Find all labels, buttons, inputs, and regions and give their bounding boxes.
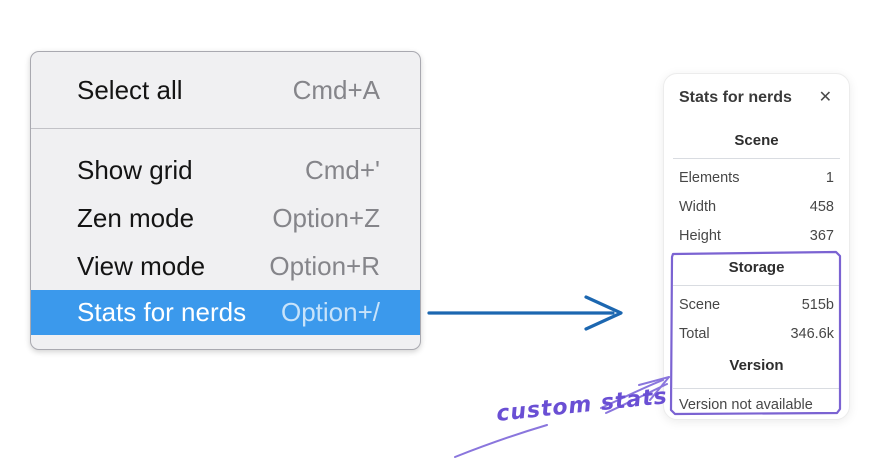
flow-arrow — [427, 295, 623, 331]
menu-divider — [31, 128, 420, 129]
menu-item-label: View mode — [77, 250, 206, 281]
menu-item-label: Zen mode — [77, 202, 195, 233]
custom-stats-annotation: custom stats — [495, 384, 669, 427]
close-icon[interactable]: ✕ — [818, 89, 832, 106]
menu-item-shortcut: Option+/ — [280, 297, 380, 327]
menu-item-shortcut: Cmd+' — [304, 154, 380, 185]
section-heading-version: Version — [729, 357, 784, 374]
menu-item-label: Select all — [77, 74, 183, 105]
stat-value: 1 — [825, 169, 834, 186]
menu-item-select-all[interactable]: Select all Cmd+A — [31, 52, 420, 128]
divider — [673, 285, 840, 286]
menu-item-show-grid[interactable]: Show grid Cmd+' — [31, 146, 420, 194]
stat-label: Total — [679, 325, 710, 342]
stat-label: Width — [679, 198, 717, 215]
stat-row-height: Height 367 — [679, 221, 834, 250]
stat-value: 458 — [809, 198, 834, 215]
menu-item-view-mode[interactable]: View mode Option+R — [31, 242, 420, 290]
panel-title: Stats for nerds — [679, 89, 792, 106]
scene-stats: Elements 1 Width 458 Height 367 — [679, 163, 834, 250]
stat-value: 367 — [809, 227, 834, 244]
section-heading-scene: Scene — [734, 132, 779, 149]
divider — [673, 158, 840, 159]
stat-value: 515b — [801, 296, 834, 313]
stat-label: Scene — [679, 296, 721, 313]
stat-row-width: Width 458 — [679, 192, 834, 221]
menu-item-label: Show grid — [77, 154, 193, 185]
version-note: Version not available — [679, 397, 813, 413]
storage-stats: Scene 515b Total 346.6k — [679, 290, 834, 348]
stat-value: 346.6k — [790, 325, 834, 342]
menu-item-shortcut: Option+R — [269, 250, 380, 281]
menu-item-shortcut: Cmd+A — [292, 74, 380, 105]
stat-row-scene: Scene 515b — [679, 290, 834, 319]
section-heading-storage: Storage — [728, 259, 785, 276]
menu-item-stats-for-nerds[interactable]: Stats for nerds Option+/ — [31, 290, 420, 335]
menu-item-zen-mode[interactable]: Zen mode Option+Z — [31, 194, 420, 242]
context-menu: Select all Cmd+A Show grid Cmd+' Zen mod… — [30, 51, 421, 350]
stat-label: Height — [679, 227, 721, 244]
stats-panel-header: Stats for nerds ✕ — [679, 87, 834, 109]
menu-item-shortcut: Option+Z — [272, 202, 380, 233]
divider — [673, 388, 840, 389]
menu-item-label: Stats for nerds — [77, 297, 247, 327]
stat-label: Elements — [679, 169, 740, 186]
stats-panel: Stats for nerds ✕ Scene Elements 1 Width… — [663, 73, 850, 420]
stat-row-total: Total 346.6k — [679, 319, 834, 348]
stat-row-elements: Elements 1 — [679, 163, 834, 192]
